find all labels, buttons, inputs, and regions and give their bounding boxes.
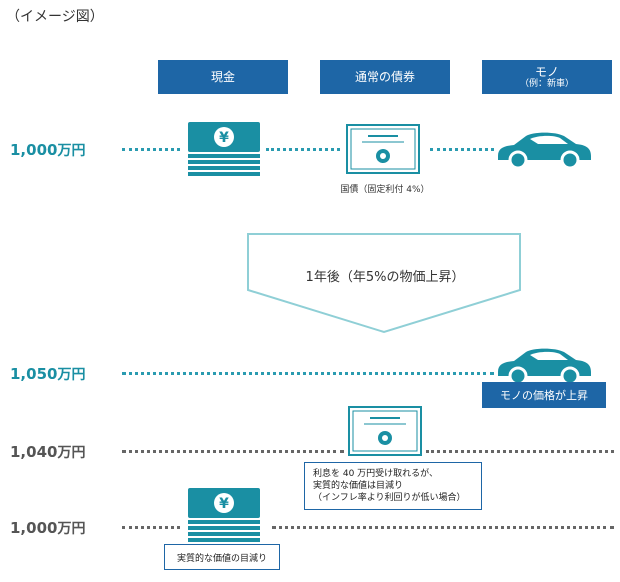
row3-dotted-line-a: [122, 450, 344, 453]
row1-number: 1,000: [10, 141, 58, 159]
car-icon: [498, 348, 591, 386]
banknote-layer: [188, 538, 260, 542]
row2-value: 1,050万円: [10, 364, 85, 384]
header-bond: 通常の債券: [320, 60, 450, 94]
banknote-layer: [188, 160, 260, 164]
yen-circle: [214, 493, 234, 513]
row1-dotted-line-b: [266, 148, 340, 151]
row2-unit: 万円: [57, 367, 86, 383]
row1-dotted-line-a: [122, 148, 180, 151]
row3-value: 1,040万円: [10, 442, 85, 462]
row3-dotted-line-b: [426, 450, 614, 453]
car-icon: [498, 132, 591, 170]
down-arrow-shape: [247, 233, 521, 334]
row3-unit: 万円: [57, 445, 86, 461]
header-cash-label: 現金: [210, 70, 235, 84]
bond-certificate-icon: [348, 406, 422, 456]
row4-dotted-line-a: [122, 526, 180, 529]
banknote-layer: [188, 532, 260, 536]
row3-number: 1,040: [10, 443, 58, 461]
cash-stack-icon: ¥: [188, 122, 260, 176]
row2-number: 1,050: [10, 365, 58, 383]
bond-note-line1: 利息を 40 万円受け取れるが、: [313, 469, 438, 479]
header-bond-label: 通常の債券: [354, 70, 415, 84]
header-cash: 現金: [158, 60, 288, 94]
row1-unit: 万円: [57, 143, 86, 159]
row4-unit: 万円: [57, 521, 86, 537]
header-goods: モノ （例：新車）: [482, 60, 612, 94]
page-title: （イメージ図）: [6, 9, 104, 25]
bond-note-line2: 実質的な価値は目減り: [313, 481, 404, 491]
cash-loss-label: 実質的な価値の目減り: [164, 544, 280, 570]
banknote-layer: [188, 520, 260, 524]
header-goods-sublabel: （例：新車）: [519, 78, 574, 89]
bond-caption: 国債（固定利付 4%）: [340, 185, 430, 195]
bond-certificate-icon: [346, 124, 420, 174]
row1-value: 1,000万円: [10, 140, 85, 160]
row4-value: 1,000万円: [10, 518, 85, 538]
goods-price-up-label: モノの価格が上昇: [482, 382, 606, 408]
row1-dotted-line-c: [430, 148, 494, 151]
row2-dotted-line: [122, 372, 494, 375]
yen-symbol: ¥: [219, 130, 229, 146]
yen-symbol: ¥: [219, 496, 229, 512]
banknote-layer: [188, 154, 260, 158]
banknote-layer: [188, 526, 260, 530]
bond-note-line3: （インフレ率より利回りが低い場合）: [313, 493, 466, 503]
bond-note: 利息を 40 万円受け取れるが、 実質的な価値は目減り （インフレ率より利回りが…: [304, 462, 482, 510]
yen-circle: [214, 127, 234, 147]
header-goods-label: モノ: [534, 64, 559, 79]
row4-dotted-line-b: [272, 526, 614, 529]
row4-number: 1,000: [10, 519, 58, 537]
banknote-layer: [188, 166, 260, 170]
arrow-label: 1年後（年5%の物価上昇）: [305, 270, 465, 285]
banknote-layer: [188, 172, 260, 176]
cash-stack-icon: ¥: [188, 488, 260, 542]
